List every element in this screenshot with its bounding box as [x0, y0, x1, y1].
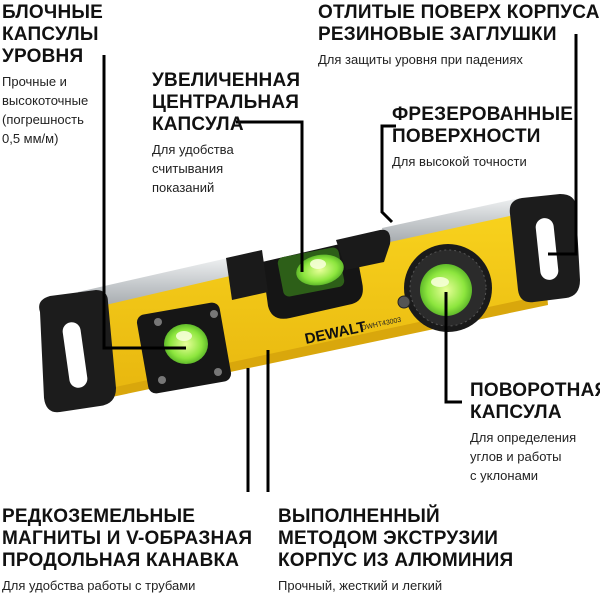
- callout-magnets: РЕДКОЗЕМЕЛЬНЫЕ МАГНИТЫ И V-ОБРАЗНАЯ ПРОД…: [2, 506, 252, 595]
- callout-rotary-vial: ПОВОРОТНАЯ КАПСУЛА Для определения углов…: [470, 380, 600, 485]
- leader-milled: [380, 124, 396, 224]
- central-vial-title: УВЕЛИЧЕННАЯ ЦЕНТРАЛЬНАЯ КАПСУЛА: [152, 70, 301, 135]
- left-cap-slot: [62, 322, 88, 388]
- block-vial-screw-bl: [158, 376, 166, 384]
- milled-surfaces-title: ФРЕЗЕРОВАННЫЕ ПОВЕРХНОСТИ: [392, 104, 574, 147]
- leader-central-vial: [236, 120, 304, 272]
- leader-block-vial: [102, 55, 186, 350]
- rotary-vial-pivot: [397, 295, 411, 309]
- extrusion-title: ВЫПОЛНЕННЫЙ МЕТОДОМ ЭКСТРУЗИИ КОРПУС ИЗ …: [278, 506, 514, 571]
- rubber-caps-title: ОТЛИТЫЕ ПОВЕРХ КОРПУСА РЕЗИНОВЫЕ ЗАГЛУШК…: [318, 2, 600, 45]
- magnets-title: РЕДКОЗЕМЕЛЬНЫЕ МАГНИТЫ И V-ОБРАЗНАЯ ПРОД…: [2, 506, 253, 571]
- callout-central-vial: УВЕЛИЧЕННАЯ ЦЕНТРАЛЬНАЯ КАПСУЛА Для удоб…: [152, 70, 300, 197]
- top-housing-left: [226, 250, 268, 300]
- callout-block-vials: БЛОЧНЫЕ КАПСУЛЫ УРОВНЯ Прочные и высокот…: [2, 2, 103, 148]
- milled-surfaces-desc: Для высокой точности: [392, 154, 527, 169]
- block-vials-title: БЛОЧНЫЕ КАПСУЛЫ УРОВНЯ: [2, 2, 104, 67]
- magnets-desc: Для удобства работы с трубами: [2, 578, 196, 593]
- top-housing-right: [336, 229, 391, 270]
- block-vial-bubble: [164, 324, 208, 364]
- right-cap-slot: [535, 218, 559, 280]
- block-vial-screw-tr: [210, 310, 218, 318]
- leader-lines: [102, 34, 578, 492]
- milled-surface-left: [78, 258, 232, 312]
- leader-rotary: [444, 292, 462, 404]
- rotary-vial-highlight: [431, 277, 449, 287]
- rotary-vial-desc: Для определения углов и работы с уклонам…: [470, 430, 577, 483]
- central-vial-bubble: [296, 254, 344, 286]
- callout-rubber-caps: ОТЛИТЫЕ ПОВЕРХ КОРПУСА РЕЗИНОВЫЕ ЗАГЛУШК…: [318, 2, 600, 69]
- rubber-caps-desc: Для защиты уровня при падениях: [318, 52, 523, 67]
- central-vial-desc: Для удобства считывания показаний: [152, 142, 234, 195]
- block-vial-screw-br: [214, 368, 222, 376]
- callout-milled-surfaces: ФРЕЗЕРОВАННЫЕ ПОВЕРХНОСТИ Для высокой то…: [392, 104, 573, 171]
- block-vial-screw-tl: [154, 318, 162, 326]
- leader-rubber-caps: [548, 34, 578, 256]
- milled-surface-right: [382, 198, 524, 248]
- block-vials-desc: Прочные и высокоточные (погрешность 0,5 …: [2, 74, 89, 146]
- rotary-vial-window: [420, 264, 472, 316]
- block-vial-highlight: [176, 331, 192, 341]
- extrusion-desc: Прочный, жесткий и легкий: [278, 578, 443, 593]
- callout-extrusion: ВЫПОЛНЕННЫЙ МЕТОДОМ ЭКСТРУЗИИ КОРПУС ИЗ …: [278, 506, 513, 595]
- central-vial-highlight: [310, 259, 326, 269]
- rotary-vial-title: ПОВОРОТНАЯ КАПСУЛА: [470, 380, 600, 423]
